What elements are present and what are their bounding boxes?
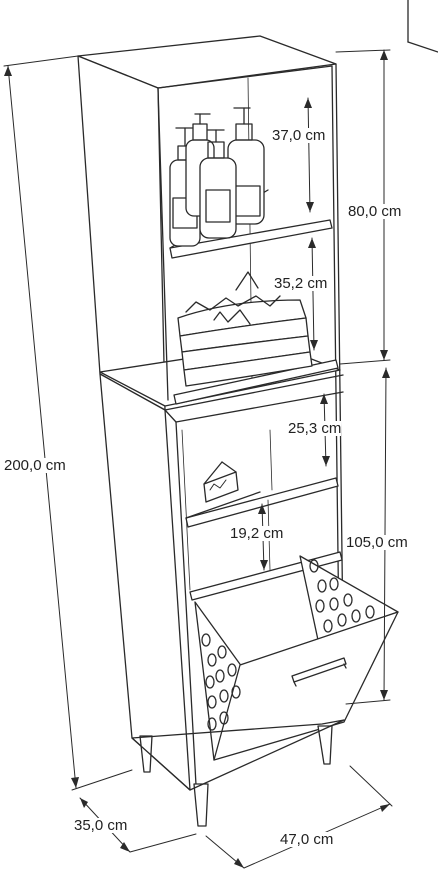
laundry-hamper	[194, 555, 399, 761]
dimension-shelf-2-label: 35,2 cm	[274, 275, 328, 292]
small-box	[203, 461, 239, 503]
dimension-upper-height-label: 80,0 cm	[348, 203, 402, 220]
dimension-shelf-4-label: 19,2 cm	[230, 525, 284, 542]
dimension-shelf-3-label: 25,3 cm	[288, 420, 342, 437]
cabinet-legs	[131, 719, 345, 827]
dimension-total-height-label: 200,0 cm	[4, 457, 66, 474]
dimension-lower-height-label: 105,0 cm	[346, 534, 408, 551]
dimension-width-label: 47,0 cm	[280, 831, 334, 848]
shelf-2	[173, 359, 339, 405]
shelf-3	[185, 477, 339, 528]
dimension-shelf-1-label: 37,0 cm	[272, 127, 326, 144]
dimension-depth-label: 35,0 cm	[74, 817, 128, 834]
cabinet-body	[77, 35, 345, 791]
folded-towels	[177, 271, 313, 387]
dimension-lines	[3, 49, 393, 869]
bottles	[169, 107, 265, 247]
dimension-arrowheads	[4, 50, 390, 868]
background-corner-lines	[407, 0, 438, 53]
